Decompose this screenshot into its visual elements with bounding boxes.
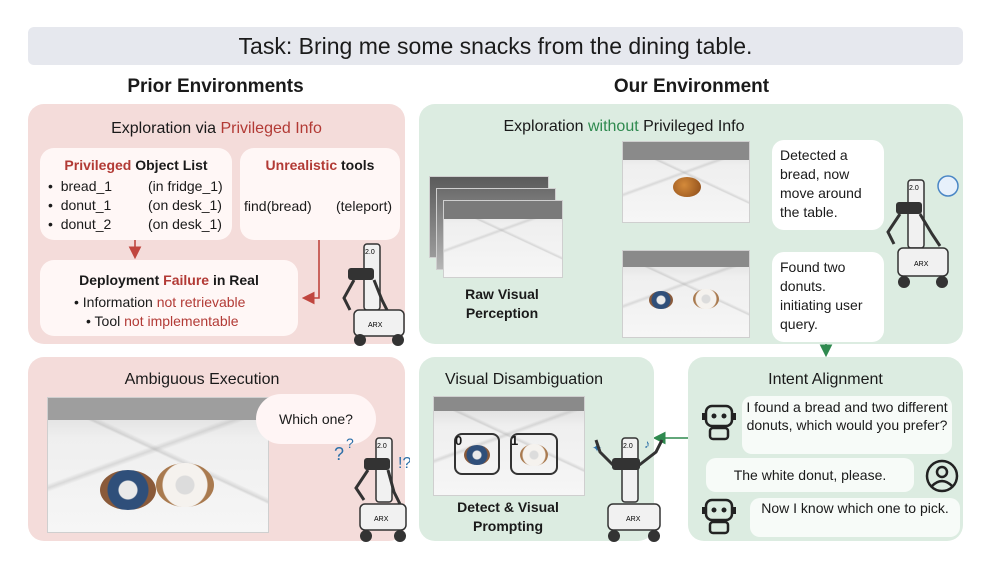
intent-alignment-title: Intent Alignment [768, 371, 883, 388]
white-donut [156, 463, 214, 507]
prior-environments-title: Prior Environments [127, 76, 304, 97]
tools-box [240, 148, 400, 240]
ambiguous-execution-title: Ambiguous Execution [124, 371, 280, 388]
object-list-title: Privileged Object List [64, 157, 208, 173]
failure-box [40, 260, 298, 336]
list-item: • donut_2(on desk_1) [48, 216, 222, 232]
robot-illustration: 2.0 ARX [342, 243, 405, 346]
speech-bubble-found: Found two donuts. initiating user query. [772, 252, 884, 342]
list-item: • donut_1(on desk_1) [48, 197, 222, 213]
lightbulb-icon [937, 175, 959, 197]
box-1: 1 [510, 433, 558, 475]
bread [673, 177, 701, 197]
svg-text:♪: ♪ [644, 437, 650, 451]
robot-chat-icon [702, 404, 736, 441]
robot-badge: 2.0 [377, 443, 387, 450]
robot-brand: ARX [914, 261, 929, 268]
white-donut [693, 289, 719, 309]
robot-message: I found a bread and two different donuts… [742, 396, 952, 454]
two-donuts-photo [622, 250, 750, 338]
blue-donut [100, 470, 156, 510]
user-avatar-icon [925, 459, 959, 493]
failure-line-1: • Information not retrievable [74, 294, 246, 310]
object-list-box [40, 148, 232, 240]
our-exploration-heading: Exploration without Privileged Info [503, 118, 745, 135]
robot-badge: 2.0 [365, 249, 375, 256]
box-0: 0 [454, 433, 500, 475]
robot-reply: Now I know which one to pick. [750, 498, 960, 537]
robot-badge: 2.0 [623, 443, 633, 450]
blue-donut [649, 291, 673, 309]
robot-badge: 2.0 [909, 185, 919, 192]
donuts-photo [47, 397, 269, 533]
task-banner: Task: Bring me some snacks from the dini… [28, 27, 963, 65]
raw-visual-perception-label: Raw Visual Perception [465, 286, 539, 321]
robot-brand: ARX [374, 516, 389, 523]
prior-exploration-heading: Exploration via Privileged Info [111, 120, 322, 137]
failure-title: Deployment Failure in Real [79, 272, 259, 288]
user-message: The white donut, please. [706, 458, 914, 492]
robot-chat-icon [702, 498, 736, 535]
robot-illustration: ✦ ♪ 2.0 ARX [592, 437, 664, 542]
speech-bubble-detected: Detected a bread, now move around the ta… [772, 140, 884, 230]
detect-visual-prompting-label: Detect & Visual Prompting [457, 499, 559, 534]
robot-illustration: 2.0 ARX [886, 175, 959, 288]
visual-disambiguation-title: Visual Disambiguation [444, 371, 603, 388]
raw-image-front [443, 200, 563, 278]
sparkle-icon: ✦ [592, 441, 602, 455]
tools-title: Unrealistic tools [265, 157, 375, 173]
box-label-1: 1 [511, 433, 519, 448]
robot-brand: ARX [626, 516, 641, 523]
thought-bubble: Which one? [258, 396, 374, 442]
tool-teleport: (teleport) [336, 198, 393, 214]
prompting-photo: 0 1 [433, 396, 585, 496]
robot-illustration: ? ? !? 2.0 ARX [334, 435, 410, 542]
confused-icon: ? [334, 444, 344, 464]
robot-brand: ARX [368, 322, 383, 329]
box-label-0: 0 [455, 433, 463, 448]
svg-text:?: ? [346, 435, 354, 451]
bread-photo [622, 141, 750, 223]
object-list: • bread_1(in fridge_1) • donut_1(on desk… [48, 177, 233, 234]
our-environment-title: Our Environment [613, 76, 770, 97]
failure-line-2: • Tool not implementable [86, 313, 239, 329]
tool-find: find(bread) [244, 198, 312, 214]
list-item: • bread_1(in fridge_1) [48, 178, 223, 194]
svg-text:!?: !? [398, 455, 410, 472]
